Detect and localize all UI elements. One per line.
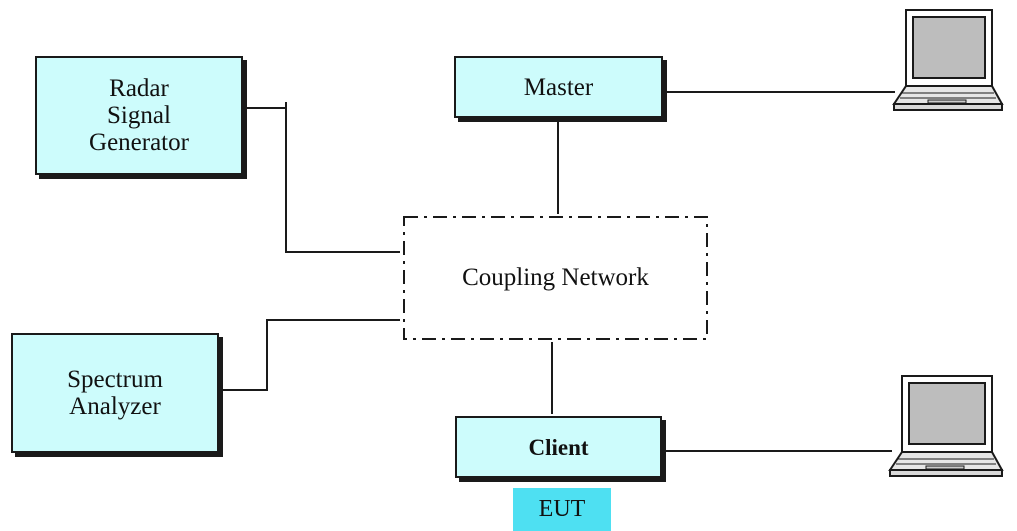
eut-label: EUT [538, 496, 586, 522]
master-block: Master [454, 56, 663, 118]
coupling-network-block: Coupling Network [403, 216, 708, 340]
radar-signal-generator-label: Radar Signal Generator [89, 75, 189, 156]
spectrum-analyzer-label: Spectrum Analyzer [67, 366, 163, 420]
spectrum-analyzer-block: Spectrum Analyzer [11, 333, 219, 453]
wire-spectrum-to-coupling [219, 319, 400, 391]
laptop-icon [888, 375, 1004, 477]
wire-radar-to-coupling [243, 107, 400, 253]
master-label: Master [523, 73, 594, 101]
radar-signal-generator-block: Radar Signal Generator [35, 56, 243, 175]
client-label: Client [528, 434, 589, 460]
client-block: Client [455, 416, 662, 478]
coupling-network-label: Coupling Network [462, 264, 649, 291]
laptop-icon [892, 9, 1004, 111]
eut-label-box: EUT [513, 488, 611, 531]
coupling-network-border [403, 216, 708, 340]
